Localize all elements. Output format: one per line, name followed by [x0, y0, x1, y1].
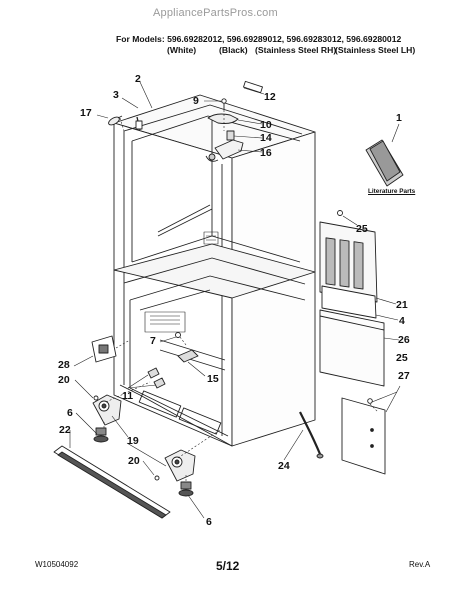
callout-21: 21 — [396, 299, 408, 311]
callout-12: 12 — [264, 91, 276, 103]
page-number: 5/12 — [216, 559, 240, 573]
water-line-24 — [299, 411, 324, 459]
callout-15: 15 — [207, 373, 219, 385]
callout-22: 22 — [59, 424, 71, 436]
callout-leaders — [69, 81, 401, 519]
document-number: W10504092 — [35, 560, 79, 569]
color-black: (Black) — [219, 45, 248, 55]
color-stainless-rh: (Stainless Steel RH) — [255, 45, 337, 55]
screw-17 — [108, 115, 123, 126]
callout-17: 17 — [80, 107, 92, 119]
callout-4: 4 — [399, 315, 405, 327]
literature-kit — [365, 139, 404, 187]
small-parts — [147, 332, 199, 389]
callout-25-bottom: 25 — [396, 352, 408, 364]
color-stainless-lh: (Stainless Steel LH) — [335, 45, 416, 55]
callout-6-right: 6 — [206, 516, 212, 528]
callout-9: 9 — [193, 95, 199, 107]
leveler-28 — [91, 335, 117, 363]
evaporator-cover — [319, 210, 378, 303]
panel-26 — [319, 309, 385, 387]
roller-assembly-right — [154, 449, 196, 497]
literature-parts-label: Literature Parts — [368, 188, 416, 195]
callout-25-top: 25 — [356, 223, 368, 235]
panel-4 — [321, 285, 377, 319]
callout-14: 14 — [260, 132, 272, 144]
dashed-leaders — [103, 110, 379, 482]
callout-20-left: 20 — [58, 374, 70, 386]
cabinet — [113, 80, 316, 447]
callout-16: 16 — [260, 147, 272, 159]
callout-7: 7 — [150, 335, 156, 347]
callout-11: 11 — [122, 390, 134, 402]
toe-grille-22 — [53, 445, 171, 519]
access-panel-27 — [341, 397, 386, 475]
callout-1: 1 — [396, 112, 402, 124]
callout-6-left: 6 — [67, 407, 73, 419]
roller-assembly-left — [92, 394, 122, 443]
callout-20-right: 20 — [128, 455, 140, 467]
top-hinge — [205, 98, 244, 162]
watermark: AppliancePartsPros.com — [153, 7, 278, 19]
callout-3: 3 — [113, 89, 119, 101]
callout-28: 28 — [58, 359, 70, 371]
revision: Rev.A — [409, 560, 431, 569]
callout-27: 27 — [398, 370, 410, 382]
color-white: (White) — [167, 45, 197, 55]
callout-10: 10 — [260, 119, 272, 131]
callout-19: 19 — [127, 435, 139, 447]
callout-24: 24 — [278, 460, 290, 472]
models-line: For Models: 596.69282012, 596.69289012, … — [116, 34, 402, 44]
callout-2: 2 — [135, 73, 141, 85]
callout-26: 26 — [398, 334, 410, 346]
